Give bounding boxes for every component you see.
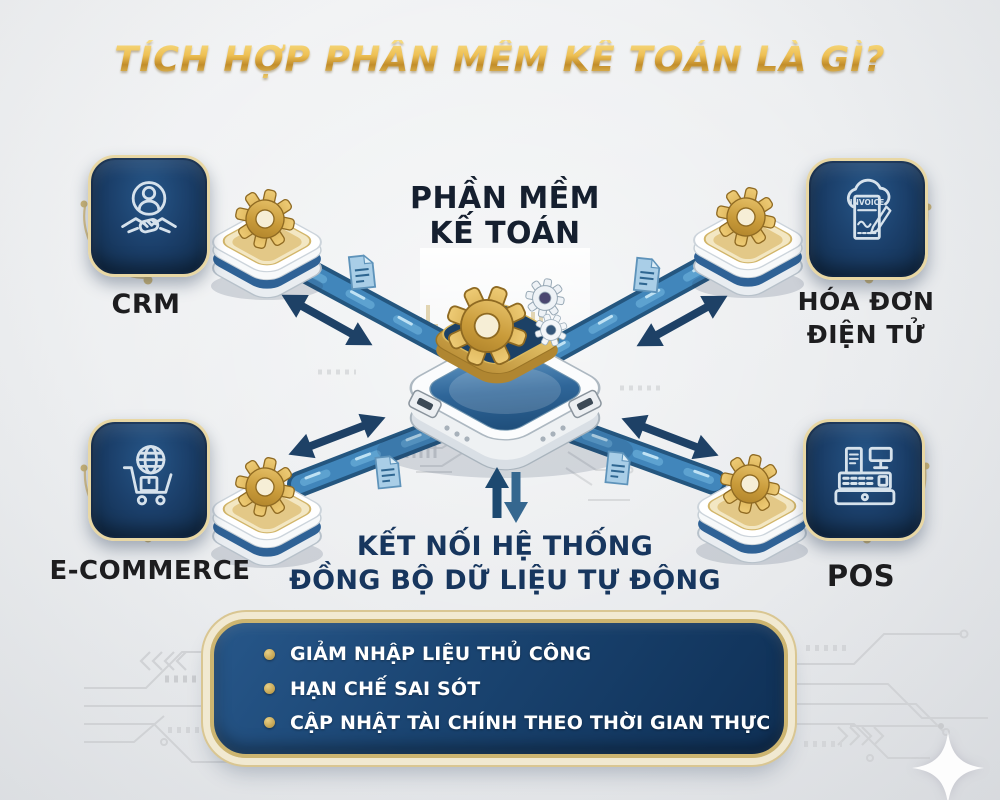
tile-pos (803, 419, 925, 541)
pipe-top-left (285, 253, 471, 365)
benefit-row: HẠN CHẾ SAI SÓT (264, 678, 766, 700)
hub-label-line1: PHẦN MỀM (409, 181, 601, 216)
label-e-invoice-line1: HÓA ĐƠN (797, 287, 935, 316)
sparkle-icon (912, 732, 984, 800)
label-e-invoice: HÓA ĐƠN ĐIỆN TỬ (776, 286, 956, 351)
label-e-invoice-line2: ĐIỆN TỬ (806, 319, 926, 349)
hub-port-right (568, 389, 602, 419)
hub-label-line2: KẾ TOÁN (429, 215, 581, 251)
globe-cart-icon (122, 445, 173, 506)
up-down-arrows (485, 467, 528, 523)
gear-node-top-left (205, 184, 329, 302)
document-icon (347, 253, 377, 291)
page-title: TÍCH HỢP PHẦN MỀM KẾ TOÁN LÀ GÌ? (0, 40, 1000, 80)
label-pos: POS (826, 559, 896, 593)
label-crm: CRM (111, 289, 181, 320)
up-arrow-icon (485, 467, 509, 518)
down-arrow-icon (504, 472, 528, 523)
bullet-icon (264, 683, 275, 694)
benefit-text: HẠN CHẾ SAI SÓT (290, 677, 481, 700)
document-icon (632, 256, 662, 294)
cloud-invoice-pen-icon: INVOICE (846, 178, 892, 240)
sync-caption: KẾT NỐI HỆ THỐNG ĐỒNG BỘ DỮ LIỆU TỰ ĐỘNG (240, 530, 770, 598)
hub-label: PHẦN MỀM KẾ TOÁN (355, 181, 655, 252)
tile-crm (88, 155, 210, 277)
document-icon (604, 450, 632, 486)
sync-caption-line2: ĐỒNG BỘ DỮ LIỆU TỰ ĐỘNG (289, 564, 721, 596)
central-hub (377, 274, 633, 479)
sync-caption-line1: KẾT NỐI HỆ THỐNG (356, 531, 654, 562)
bullet-icon (264, 648, 275, 660)
chevrons-left (139, 651, 187, 671)
cash-register-icon (834, 446, 896, 506)
benefit-row: GIẢM NHẬP LIỆU THỦ CÔNG (264, 643, 766, 665)
benefit-row: CẬP NHẬT TÀI CHÍNH THEO THỜI GIAN THỰC (264, 712, 770, 734)
hub-rivets (444, 425, 566, 442)
invoice-doc-label: INVOICE (850, 198, 884, 207)
customer-handshake-icon (121, 181, 177, 234)
pipe-top-right (539, 251, 725, 365)
gear-node-top-right (686, 182, 810, 300)
bullet-icon (264, 717, 275, 729)
label-e-commerce: E-COMMERCE (49, 556, 251, 586)
benefit-text: CẬP NHẬT TÀI CHÍNH THEO THỜI GIAN THỰC (290, 711, 771, 734)
benefits-panel: GIẢM NHẬP LIỆU THỦ CÔNG HẠN CHẾ SAI SÓT … (210, 619, 788, 758)
benefit-text: GIẢM NHẬP LIỆU THỦ CÔNG (290, 643, 592, 666)
hub-port-left (408, 389, 442, 419)
tile-e-commerce (88, 419, 210, 541)
tile-e-invoice: INVOICE (806, 158, 928, 280)
